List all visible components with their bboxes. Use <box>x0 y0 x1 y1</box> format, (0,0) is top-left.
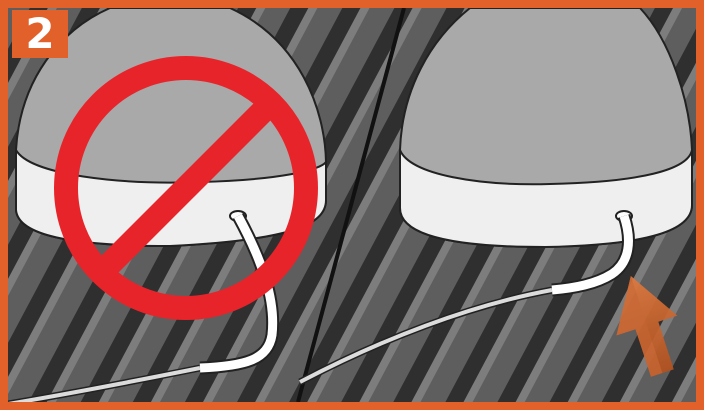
right-cover <box>400 8 692 247</box>
step-number: 2 <box>12 10 68 58</box>
